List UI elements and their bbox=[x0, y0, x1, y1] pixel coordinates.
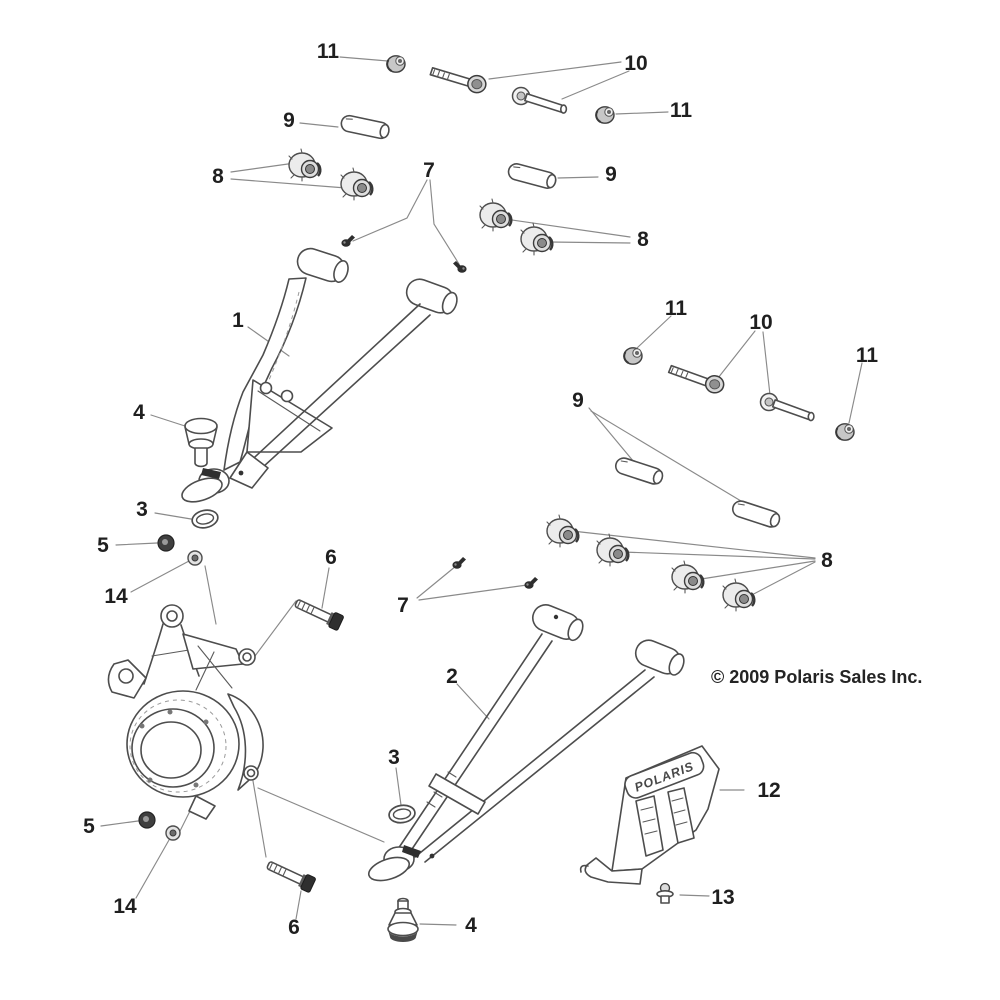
callout: 6 bbox=[325, 546, 337, 569]
hex-bolt bbox=[292, 594, 345, 632]
washer bbox=[165, 825, 181, 841]
callout: 8 bbox=[212, 165, 224, 188]
grease-fitting bbox=[524, 577, 538, 589]
bushing bbox=[339, 166, 374, 202]
ball-joint bbox=[387, 897, 419, 942]
callout: 4 bbox=[133, 401, 145, 424]
flange-nut bbox=[835, 422, 855, 442]
steering-knuckle bbox=[107, 604, 264, 820]
callout: 11 bbox=[670, 99, 693, 122]
bushing bbox=[670, 559, 705, 595]
lower-control-arm bbox=[367, 604, 685, 882]
callout: 3 bbox=[136, 498, 148, 521]
upper-control-arm bbox=[181, 247, 458, 503]
pivot-shaft bbox=[758, 392, 817, 422]
callout: 5 bbox=[83, 815, 95, 838]
flange-nut bbox=[595, 105, 615, 125]
skid-plate-screw bbox=[656, 882, 674, 904]
callout: 5 bbox=[97, 534, 109, 557]
copyright-notice: © 2009 Polaris Sales Inc. bbox=[711, 667, 922, 687]
washer bbox=[187, 550, 203, 566]
bushing bbox=[478, 197, 513, 233]
callout: 9 bbox=[283, 109, 295, 132]
ball-joint bbox=[184, 417, 218, 468]
pivot-shaft bbox=[511, 86, 568, 114]
lock-nut bbox=[157, 534, 175, 552]
callout: 7 bbox=[397, 594, 409, 617]
callout: 14 bbox=[104, 585, 128, 608]
callout: 8 bbox=[821, 549, 833, 572]
callout: 10 bbox=[624, 52, 647, 75]
callout: 13 bbox=[711, 886, 734, 909]
callout: 11 bbox=[665, 297, 688, 320]
bushing bbox=[519, 221, 554, 257]
bushing bbox=[595, 532, 630, 568]
callout: 9 bbox=[572, 389, 584, 412]
grease-fitting bbox=[453, 261, 467, 273]
spacer-tube bbox=[505, 161, 559, 191]
callout: 12 bbox=[757, 779, 780, 802]
callout: 8 bbox=[637, 228, 649, 251]
bushing bbox=[545, 513, 580, 549]
spacer-tube bbox=[729, 498, 783, 530]
callout: 14 bbox=[113, 895, 137, 918]
spacer-tube bbox=[612, 455, 666, 487]
spacer-tube bbox=[339, 113, 392, 141]
callout: 11 bbox=[856, 344, 879, 367]
callout: 7 bbox=[423, 159, 435, 182]
callout-labels: 11 10 11 9 8 7 9 8 1 11 10 11 9 4 3 5 14… bbox=[83, 40, 878, 939]
callout: 4 bbox=[465, 914, 477, 937]
hex-bolt bbox=[264, 856, 317, 894]
bushing bbox=[287, 147, 322, 183]
skid-plate: POLARIS bbox=[579, 745, 720, 885]
grease-fitting bbox=[452, 557, 466, 569]
callout: 10 bbox=[749, 311, 772, 334]
bushing bbox=[721, 577, 756, 613]
callout: 11 bbox=[317, 40, 340, 63]
flange-nut bbox=[386, 54, 406, 74]
callout: 3 bbox=[388, 746, 400, 769]
callout: 1 bbox=[232, 309, 244, 332]
callout: 6 bbox=[288, 916, 300, 939]
lock-nut bbox=[138, 811, 156, 829]
pivot-bolt bbox=[666, 364, 726, 395]
callout: 9 bbox=[605, 163, 617, 186]
flange-nut bbox=[623, 346, 643, 366]
snap-ring bbox=[189, 507, 221, 531]
snap-ring bbox=[387, 802, 417, 826]
pivot-bolt bbox=[428, 66, 488, 94]
callout: 2 bbox=[446, 665, 458, 688]
